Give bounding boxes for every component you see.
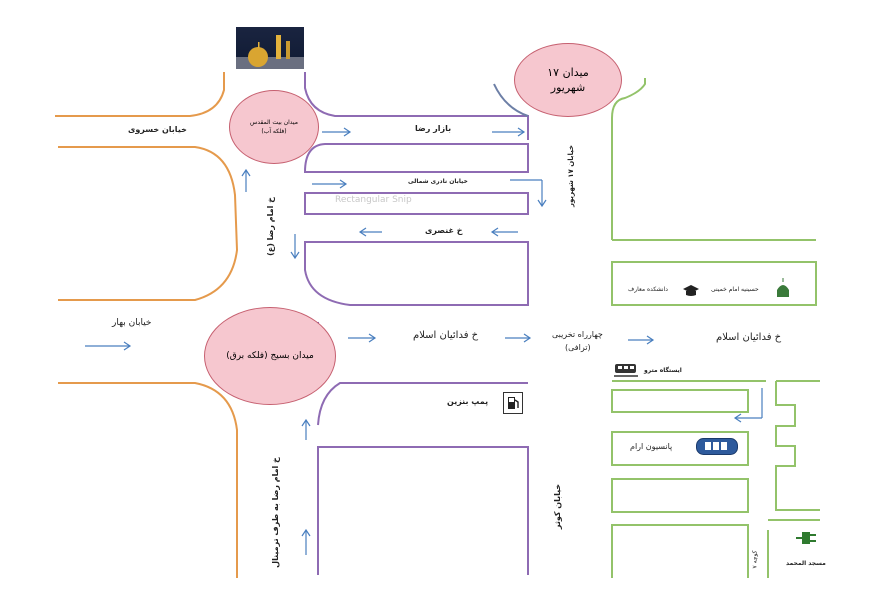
hotel-icon bbox=[696, 438, 738, 455]
road-shrine-east-edge bbox=[304, 72, 529, 140]
street-chaharrah-label: چهارراه تخریبی bbox=[552, 330, 603, 339]
green-roads bbox=[611, 78, 820, 578]
fuel-pump-icon bbox=[503, 392, 523, 414]
block-naderi bbox=[304, 192, 529, 215]
place-hospital-label: حسینیه امام خمینی bbox=[711, 286, 759, 293]
block-hospital bbox=[611, 261, 817, 306]
graduation-cap-icon bbox=[682, 283, 700, 297]
street-chaharrah-sub-label: (ترافی) bbox=[565, 343, 591, 352]
square-17-shahrivar-circle: میدان ۱۷ شهریور bbox=[514, 43, 622, 117]
mosque-icon bbox=[774, 278, 792, 298]
bayt-al-moqaddas-circle: میدان بیت المقدس (فلکه آب) bbox=[229, 90, 319, 164]
street-khosravi-label: خیابان خسروی bbox=[128, 125, 187, 134]
block-bazar bbox=[303, 143, 529, 173]
square-17-label: میدان ۱۷ شهریور bbox=[547, 66, 589, 94]
street-fadaiyan-label-2: خ فدائیان اسلام bbox=[716, 332, 782, 343]
road-khosravi-north-edge bbox=[55, 72, 225, 117]
bayt-al-moqaddas-label: میدان بیت المقدس (فلکه آب) bbox=[250, 119, 298, 135]
place-hotel-label: پانسیون ارام bbox=[630, 442, 673, 451]
street-bazar-reza-label: بازار رضا bbox=[415, 124, 452, 133]
direction-arrows bbox=[85, 127, 763, 555]
blue-curves bbox=[493, 83, 529, 117]
road-basij-se-edge bbox=[317, 382, 528, 426]
street-bahar-label: خیابان بهار bbox=[112, 318, 152, 328]
shrine-photo bbox=[236, 27, 304, 69]
block-south-purple bbox=[317, 446, 529, 575]
street-alley-label: کوچه ۷ bbox=[751, 550, 759, 569]
street-fadaiyan-label-1: خ فدائیان اسلام bbox=[413, 330, 479, 341]
road-bahar-south-edge bbox=[58, 382, 238, 578]
block-metro bbox=[611, 389, 749, 413]
place-metro-label: ایستگاه مترو bbox=[644, 367, 682, 374]
shrine-image-icon bbox=[236, 35, 304, 69]
place-school-label: دانشکده معارف bbox=[628, 286, 668, 293]
basij-circle: میدان بسیج (فلکه برق) bbox=[204, 307, 336, 405]
road-east-zigzag bbox=[775, 381, 820, 511]
block-lower bbox=[611, 478, 749, 513]
basij-label: میدان بسیج (فلکه برق) bbox=[226, 351, 314, 361]
street-shahrivar-17-label: خیابان ۱۷ شهریور bbox=[567, 144, 576, 208]
plug-icon bbox=[796, 530, 816, 546]
street-kowsar-label: خیابان کوثر bbox=[553, 483, 563, 530]
block-hotel bbox=[611, 431, 749, 466]
block-bottom bbox=[611, 524, 749, 578]
block-ansari bbox=[304, 241, 529, 306]
place-mosque-label: مسجد المحمد bbox=[786, 560, 826, 567]
road-khosravi-south-edge bbox=[58, 146, 239, 301]
street-ansari-label: خ غنصری bbox=[425, 226, 463, 235]
purple-roads bbox=[303, 72, 529, 575]
street-imam-reza-south-label: خ امام رضا به طرف ترمینال bbox=[270, 457, 280, 568]
train-icon bbox=[614, 362, 638, 378]
road-shahrivar-east-edge bbox=[611, 78, 646, 240]
place-gas-station-label: پمپ بنزین bbox=[447, 397, 489, 406]
orange-roads bbox=[55, 72, 239, 578]
watermark-label: Rectangular Snip bbox=[335, 195, 412, 205]
street-imam-reza-label: خ امام رضا (ع) bbox=[265, 197, 275, 256]
street-naderi-label: خیابان نادری شمالی bbox=[408, 178, 468, 185]
curve-17-west bbox=[493, 83, 529, 117]
